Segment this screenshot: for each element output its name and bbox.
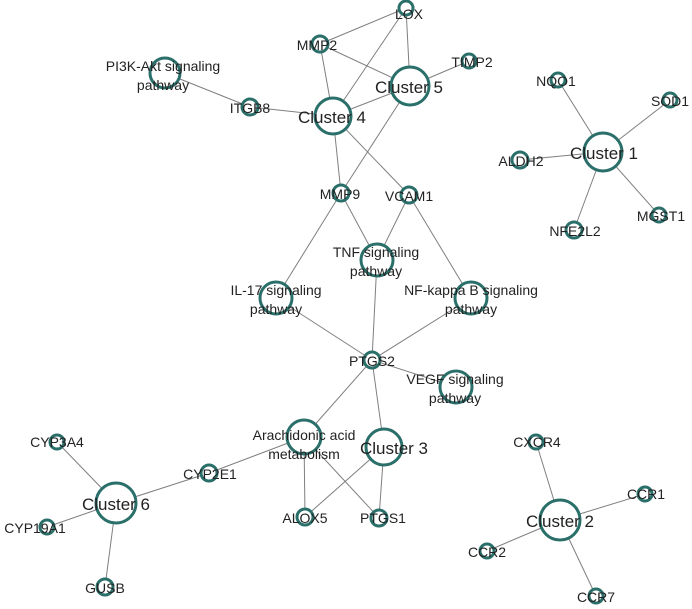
- label-nfe2l2: NFE2L2: [549, 223, 601, 239]
- label-ccr1: CCR1: [627, 486, 665, 502]
- node-cluster1[interactable]: [582, 131, 624, 173]
- label-arach-line1: Arachidonic acid: [253, 427, 356, 443]
- label-gusb: GUSB: [85, 580, 125, 596]
- label-pi3k-line2: pathway: [137, 77, 189, 93]
- edge-il17-ptgs2: [275, 297, 373, 361]
- label-aldh2: ALDH2: [498, 153, 543, 169]
- label-mgst1: MGST1: [637, 208, 685, 224]
- label-tnf-line1: TNF signaling: [333, 244, 419, 260]
- nodes: [38, 0, 679, 605]
- label-lox: LOX: [395, 6, 424, 22]
- edge-vcam1-nfkb: [408, 194, 472, 299]
- node-cyp3a4[interactable]: [48, 433, 66, 451]
- label-mmp2: MMP2: [297, 37, 338, 53]
- node-arach[interactable]: [285, 418, 323, 456]
- label-nqo1: NQO1: [536, 73, 576, 89]
- label-il17-line1: IL-17 signaling: [230, 282, 321, 298]
- edge-lox-cluster4: [332, 7, 407, 117]
- label-cluster6: Cluster 6: [82, 495, 150, 514]
- edge-cluster5-mmp9: [340, 85, 411, 194]
- node-vegf[interactable]: [438, 369, 474, 405]
- label-cluster1: Cluster 1: [570, 144, 638, 163]
- node-mgst1[interactable]: [650, 206, 668, 224]
- node-il17[interactable]: [258, 280, 294, 316]
- label-alox5: ALOX5: [282, 510, 327, 526]
- label-tnf-line2: pathway: [350, 263, 402, 279]
- label-cyp3a4: CYP3A4: [30, 434, 84, 450]
- node-cluster3[interactable]: [364, 427, 404, 467]
- label-nfkb-line1: NF-kappa B signaling: [404, 282, 538, 298]
- label-vcam1: VCAM1: [385, 188, 433, 204]
- node-cxcr4[interactable]: [527, 433, 545, 451]
- node-vcam1[interactable]: [399, 185, 419, 205]
- edge-nfkb-ptgs2: [371, 297, 472, 361]
- label-ptgs2: PTGS2: [349, 353, 395, 369]
- label-cluster2: Cluster 2: [526, 512, 594, 531]
- node-cyp2e1[interactable]: [199, 463, 219, 483]
- label-cyp2e1: CYP2E1: [183, 466, 237, 482]
- label-cxcr4: CXCR4: [513, 434, 561, 450]
- node-ccr7[interactable]: [587, 587, 605, 605]
- node-ptgs1[interactable]: [369, 508, 389, 528]
- node-cluster2[interactable]: [538, 498, 582, 542]
- label-ccr7: CCR7: [577, 589, 615, 605]
- node-ccr2[interactable]: [478, 542, 496, 560]
- label-arach-line2: metabolism: [268, 446, 340, 462]
- label-sod1: SOD1: [651, 93, 689, 109]
- node-cluster6[interactable]: [94, 481, 138, 525]
- node-pi3k[interactable]: [148, 56, 182, 90]
- label-timp2: TIMP2: [451, 54, 492, 70]
- label-vegf-line2: pathway: [429, 390, 481, 406]
- label-ptgs1: PTGS1: [360, 510, 406, 526]
- node-cyp19a1[interactable]: [38, 518, 56, 536]
- label-cyp19a1: CYP19A1: [4, 520, 66, 536]
- label-mmp9: MMP9: [320, 186, 361, 202]
- node-tnf[interactable]: [359, 242, 395, 278]
- node-aldh2[interactable]: [510, 150, 530, 170]
- node-timp2[interactable]: [460, 52, 478, 70]
- label-vegf-line1: VEGF signaling: [406, 371, 503, 387]
- label-il17-line2: pathway: [250, 301, 302, 317]
- node-mmp2[interactable]: [310, 34, 330, 54]
- node-mmp9[interactable]: [331, 183, 351, 203]
- node-sod1[interactable]: [661, 91, 679, 109]
- node-ccr1[interactable]: [636, 485, 654, 503]
- node-cluster4[interactable]: [313, 96, 353, 136]
- node-lox[interactable]: [397, 0, 415, 17]
- label-cluster4: Cluster 4: [298, 108, 366, 127]
- label-itgb8: ITGB8: [230, 100, 271, 116]
- node-nfe2l2[interactable]: [564, 220, 584, 240]
- label-nfkb-line2: pathway: [445, 301, 497, 317]
- labels: LOX MMP2 TIMP2 Cluster 5 PI3K-Akt signal…: [4, 6, 689, 605]
- label-cluster5: Cluster 5: [375, 78, 443, 97]
- node-ptgs2[interactable]: [362, 350, 382, 370]
- node-gusb[interactable]: [95, 577, 115, 597]
- node-itgb8[interactable]: [240, 97, 260, 117]
- node-nfkb[interactable]: [453, 280, 489, 316]
- node-alox5[interactable]: [295, 507, 315, 527]
- edge-mmp9-il17: [275, 192, 342, 299]
- node-cluster5[interactable]: [389, 65, 431, 107]
- edge-lox-mmp2: [319, 7, 407, 45]
- label-cluster3: Cluster 3: [360, 439, 428, 458]
- label-pi3k-line1: PI3K-Akt signaling: [106, 58, 220, 74]
- label-ccr2: CCR2: [468, 544, 506, 560]
- node-nqo1[interactable]: [549, 71, 567, 89]
